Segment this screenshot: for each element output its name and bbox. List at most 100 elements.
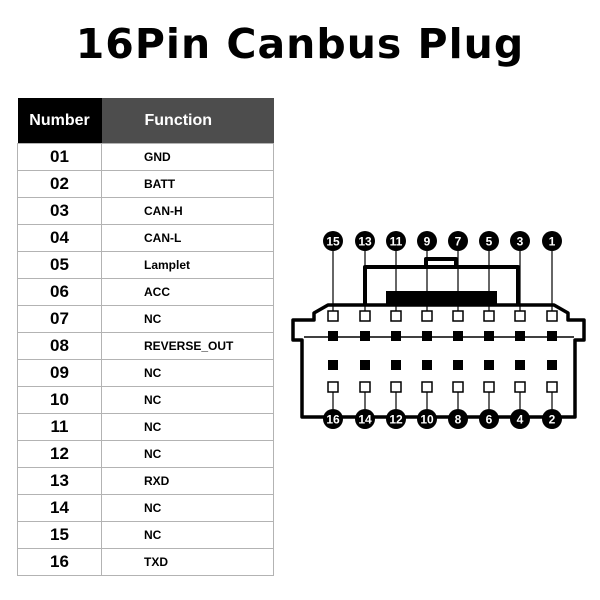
pin-marker-14: 14 [355, 409, 375, 429]
pin-number: 01 [17, 143, 102, 171]
pin-number: 16 [17, 548, 102, 576]
pin-function: REVERSE_OUT [101, 332, 274, 360]
svg-text:9: 9 [424, 235, 431, 249]
bottom-contact-slot [483, 381, 495, 393]
pin-function: NC [101, 386, 274, 414]
top-contact [453, 331, 463, 341]
pin-function: ACC [101, 278, 274, 306]
bottom-contact [547, 360, 557, 370]
bottom-contact-slot [421, 381, 433, 393]
pin-marker-2: 2 [542, 409, 562, 429]
bottom-contact [453, 360, 463, 370]
pin-number: 12 [17, 440, 102, 468]
pin-function: NC [101, 440, 274, 468]
svg-text:5: 5 [486, 235, 493, 249]
top-contact [391, 331, 401, 341]
top-contact-slot [546, 310, 558, 322]
pin-function: NC [101, 494, 274, 522]
svg-text:13: 13 [358, 235, 372, 249]
bottom-contact-slot [452, 381, 464, 393]
pin-function: NC [101, 413, 274, 441]
bottom-contact [515, 360, 525, 370]
pin-marker-16: 16 [323, 409, 343, 429]
pin-marker-5: 5 [479, 231, 499, 251]
pin-number: 10 [17, 386, 102, 414]
table-header-row: Number Function [17, 98, 274, 144]
top-contact-slot [452, 310, 464, 322]
top-contact [547, 331, 557, 341]
svg-text:15: 15 [326, 235, 340, 249]
pin-function: CAN-H [101, 197, 274, 225]
svg-text:8: 8 [455, 413, 462, 427]
pin-marker-11: 11 [386, 231, 406, 251]
connector-latch [363, 257, 520, 310]
pin-marker-10: 10 [417, 409, 437, 429]
pin-marker-1: 1 [542, 231, 562, 251]
pin-function: NC [101, 521, 274, 549]
pin-function: Lamplet [101, 251, 274, 279]
svg-text:14: 14 [358, 413, 372, 427]
bottom-contact [391, 360, 401, 370]
function-column-header: Function [101, 98, 274, 144]
bottom-contact-slot [359, 381, 371, 393]
pin-marker-7: 7 [448, 231, 468, 251]
pin-marker-4: 4 [510, 409, 530, 429]
bottom-contact [360, 360, 370, 370]
svg-text:12: 12 [389, 413, 403, 427]
bottom-contact [422, 360, 432, 370]
svg-text:3: 3 [517, 235, 524, 249]
pin-number: 02 [17, 170, 102, 198]
bottom-contact [484, 360, 494, 370]
svg-text:16: 16 [326, 413, 340, 427]
pin-function: NC [101, 359, 274, 387]
pin-marker-12: 12 [386, 409, 406, 429]
bottom-contact-slot [390, 381, 402, 393]
pin-function: NC [101, 305, 274, 333]
bottom-contact [328, 360, 338, 370]
pin-marker-15: 15 [323, 231, 343, 251]
pin-number: 05 [17, 251, 102, 279]
pin-number: 09 [17, 359, 102, 387]
top-contact-slot [483, 310, 495, 322]
top-contact-slot [327, 310, 339, 322]
pin-number: 11 [17, 413, 102, 441]
top-contact-slot [359, 310, 371, 322]
top-contact [422, 331, 432, 341]
pin-number: 08 [17, 332, 102, 360]
pin-function: CAN-L [101, 224, 274, 252]
pin-marker-3: 3 [510, 231, 530, 251]
pin-function: TXD [101, 548, 274, 576]
svg-text:7: 7 [455, 235, 462, 249]
top-contact-slot [514, 310, 526, 322]
svg-text:10: 10 [420, 413, 434, 427]
pin-number: 06 [17, 278, 102, 306]
pin-marker-8: 8 [448, 409, 468, 429]
top-contact-slot [421, 310, 433, 322]
pin-number: 04 [17, 224, 102, 252]
bottom-contact-slot [546, 381, 558, 393]
pin-function: GND [101, 143, 274, 171]
pin-number: 13 [17, 467, 102, 495]
pin-number: 15 [17, 521, 102, 549]
svg-text:11: 11 [390, 235, 403, 249]
svg-text:1: 1 [549, 235, 556, 249]
page-title: 16Pin Canbus Plug [75, 20, 525, 68]
pin-function: RXD [101, 467, 274, 495]
pin-number: 07 [17, 305, 102, 333]
top-contact [328, 331, 338, 341]
bottom-contact-slot [327, 381, 339, 393]
